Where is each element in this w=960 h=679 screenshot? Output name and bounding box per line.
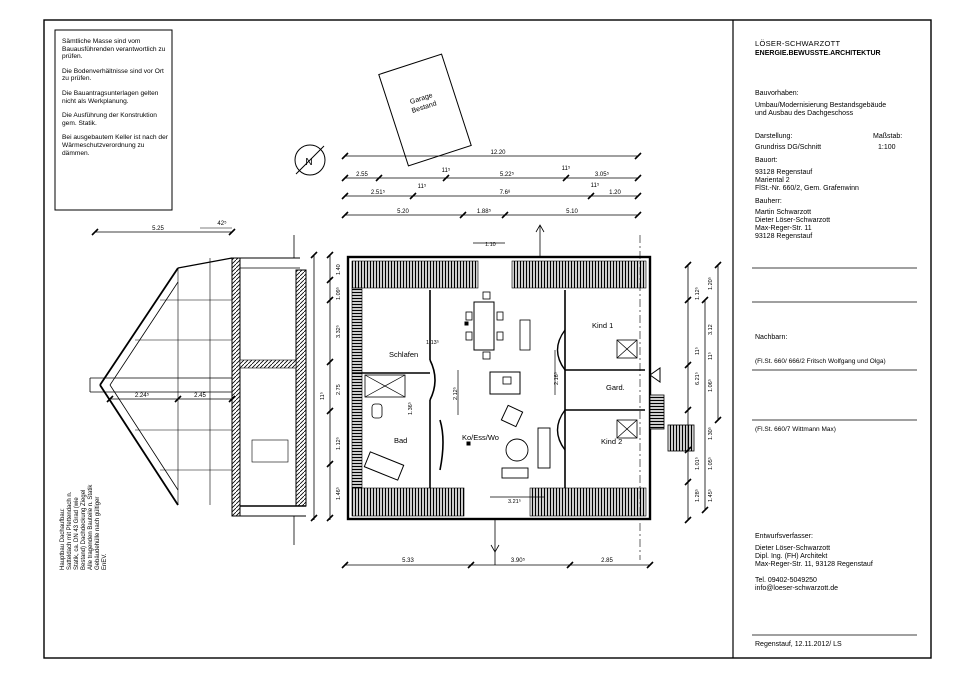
room-bad: Bad: [394, 436, 407, 445]
nachbar-2: (Fl.St. 660/7 Wittmann Max): [755, 426, 836, 433]
general-notes: Sämtliche Masse sind vom Bauausführenden…: [62, 38, 168, 164]
svg-text:3.12: 3.12: [708, 324, 714, 335]
dim-bottom-3-90: 3.90⁵: [511, 557, 526, 564]
note-2: Die Bodenverhältnisse sind vor Ort zu pr…: [62, 67, 164, 83]
entwurf-label: Entwurfsverfasser:: [755, 533, 813, 540]
svg-text:1.05⁵: 1.05⁵: [707, 457, 714, 470]
dim-11b: 11⁵: [562, 165, 571, 172]
svg-text:1.20⁵: 1.20⁵: [707, 277, 714, 290]
dim-42: 42⁵: [217, 220, 227, 227]
dim-3-21: 3.21⁵: [508, 498, 521, 505]
notes-box: [54, 29, 173, 211]
dim-2-55: 2.55: [356, 172, 368, 178]
dim-1-13: 1.13⁵: [426, 339, 439, 346]
floor-plan: [346, 224, 695, 565]
nachbar-1: (Fl.St. 660/ 666/2 Fritsch Wolfgang und …: [755, 358, 886, 365]
room-schlafen: Schlafen: [389, 350, 418, 359]
bauvorhaben-text: Umbau/Modernisierung Bestandsgebäude und…: [755, 102, 887, 117]
firm-subtitle: ENERGIE.BEWUSSTE.ARCHITEKTUR: [755, 50, 881, 57]
svg-text:2.75: 2.75: [336, 384, 342, 395]
svg-text:1.12⁵: 1.12⁵: [335, 437, 342, 450]
bauort-label: Bauort:: [755, 157, 778, 164]
nachbarn-label: Nachbarn:: [755, 334, 788, 341]
entwurf-text: Dieter Löser-Schwarzott Dipl. Ing. (FH) …: [755, 545, 873, 568]
dim-11a: 11⁵: [442, 167, 451, 174]
bauort-text: 93128 Regenstauf Mariental 2 FlSt.-Nr. 6…: [755, 169, 859, 192]
building-section: [89, 227, 307, 545]
dim-1-20: 1.20: [609, 190, 621, 196]
sheet-frame: [43, 19, 932, 659]
note-5: Bei ausgebautem Keller ist nach der Wärm…: [62, 134, 168, 157]
dim-1-36: 1.36⁵: [407, 402, 414, 415]
section-note: Hauptbau Dachaufbau: Satteldach mit Pfet…: [60, 484, 108, 570]
bauvorhaben-label: Bauvorhaben:: [755, 90, 799, 97]
svg-text:1.30⁵: 1.30⁵: [707, 427, 714, 440]
bauherr-label: Bauherr:: [755, 198, 782, 205]
svg-text:1.40: 1.40: [336, 264, 342, 275]
dim-bottom-5-33: 5.33: [402, 558, 414, 564]
room-kind1: Kind 1: [592, 321, 613, 330]
svg-text:3.32⁵: 3.32⁵: [335, 325, 342, 338]
massstab-text: 1:100: [878, 144, 896, 151]
note-4: Die Ausführung der Konstruktion gem. Sta…: [62, 112, 157, 127]
svg-text:11⁵: 11⁵: [707, 352, 714, 360]
svg-text:1.06⁵: 1.06⁵: [707, 379, 714, 392]
dim-5-20: 5.20: [397, 209, 409, 215]
svg-text:1.01⁵: 1.01⁵: [694, 457, 701, 470]
dim-2-24: 2.24⁵: [135, 392, 150, 399]
room-ko-ess-wo: Ko/Ess/Wo: [462, 433, 499, 442]
dim-1-10: 1.10: [485, 242, 496, 248]
darstellung-label: Darstellung:: [755, 133, 793, 140]
dim-top-total: 12.20: [490, 150, 506, 156]
dimension-chains-top: [341, 152, 642, 219]
room-kind2: Kind 2: [601, 437, 622, 446]
svg-text:1.28⁵: 1.28⁵: [694, 489, 701, 502]
svg-text:1.09⁵: 1.09⁵: [335, 287, 342, 300]
dim-5-25: 5.25: [152, 226, 164, 232]
dim-3-05: 3.05⁵: [595, 171, 610, 178]
garage-bestand: Garage Bestand: [378, 53, 472, 167]
svg-text:1.45⁵: 1.45⁵: [707, 489, 714, 502]
svg-text:6.21⁵: 6.21⁵: [694, 372, 701, 385]
note-1: Sämtliche Masse sind vom Bauausführenden…: [62, 38, 166, 61]
darstellung-text: Grundriss DG/Schnitt: [755, 144, 822, 151]
svg-text:N: N: [305, 157, 312, 168]
date-line: Regenstauf, 12.11.2012/ LS: [755, 641, 842, 648]
dim-2-51: 2.51⁵: [371, 189, 386, 196]
dim-5-10: 5.10: [566, 209, 578, 215]
dim-5-22: 5.22⁵: [500, 171, 515, 178]
massstab-label: Maßstab:: [873, 133, 903, 140]
dim-7-68: 7.6⁸: [500, 189, 511, 196]
svg-text:1.46⁵: 1.46⁵: [335, 487, 342, 500]
bauherr-text: Martin Schwarzott Dieter Löser-Schwarzot…: [755, 209, 831, 240]
dim-2-16: 2.16⁵: [553, 372, 560, 385]
dim-bottom-2-85: 2.85: [601, 558, 613, 564]
dim-1-88: 1.88⁵: [477, 208, 492, 215]
dim-2-45: 2.45: [194, 393, 206, 399]
svg-text:11⁵: 11⁵: [694, 347, 701, 355]
dim-11d: 11⁵: [591, 182, 600, 189]
firm-name: LÖSER-SCHWARZOTT: [755, 39, 841, 48]
note-3: Die Bauantragsunterlagen gelten nicht al…: [62, 89, 159, 105]
dim-11c: 11⁵: [418, 183, 427, 190]
dim-2-12: 2.12⁵: [452, 387, 459, 400]
contact-text: Tel. 09402-5049250 info@loeser-schwarzot…: [755, 577, 838, 592]
north-arrow-icon: N: [294, 144, 326, 176]
room-gard: Gard.: [606, 383, 625, 392]
svg-text:1.12⁵: 1.12⁵: [694, 287, 701, 300]
svg-text:11⁵: 11⁵: [319, 392, 326, 400]
